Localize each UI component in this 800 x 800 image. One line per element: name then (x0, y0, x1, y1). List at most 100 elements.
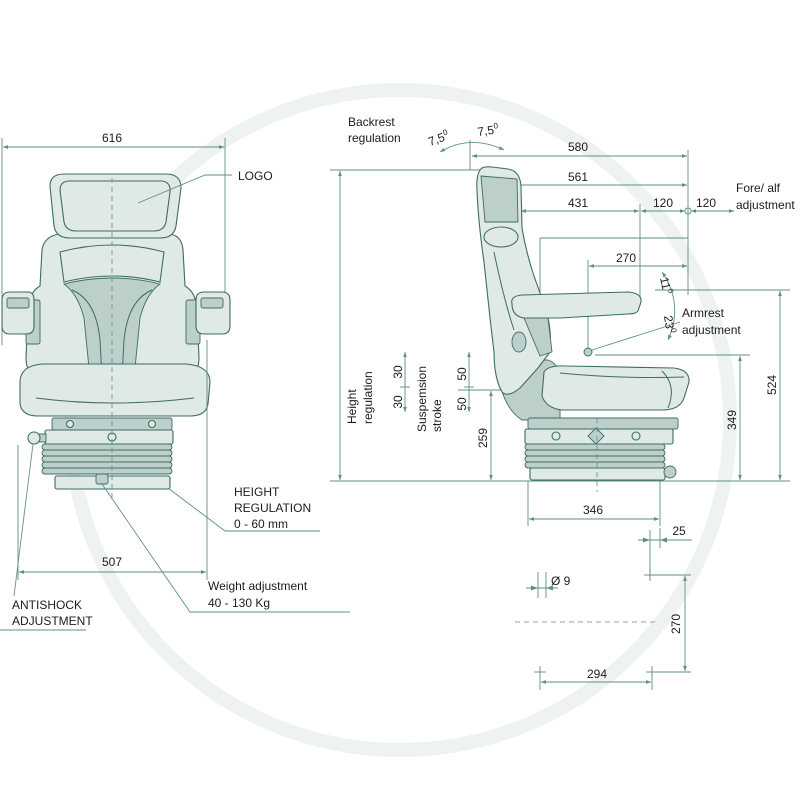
backrest-regulation-label-line2: regulation (348, 131, 401, 145)
bellows-fold (41, 461, 173, 469)
height-regulation-label-line1: Height (345, 389, 359, 424)
headrest-inner (59, 180, 171, 232)
armrest-angle-down-value: 23 (661, 314, 677, 329)
logo-leader-line (137, 174, 232, 204)
antishock-knob (27, 431, 41, 445)
fore-aft-front-value: 120 (696, 196, 716, 210)
height-regulation-label-line2: REGULATION (234, 501, 311, 515)
arrow (660, 537, 667, 543)
antishock-leader-line (13, 443, 34, 597)
armrest-angle-up: 110 (657, 276, 675, 296)
seat-side-drawing (476, 166, 690, 492)
suspension-bottom-plate (54, 475, 171, 490)
armrest-angle-down: 230 (661, 314, 678, 334)
backrest-angle-arc (439, 142, 505, 153)
base-width-value: 507 (102, 555, 122, 569)
fore-aft-label-line1: Fore/ alf (736, 181, 781, 195)
armrest-angle-up-value: 11 (657, 276, 673, 291)
suspension-knob (663, 465, 677, 479)
suspension-stroke-label-line2: stroke (430, 399, 444, 432)
weight-adjustment-label: Weight adjustment (208, 579, 308, 593)
arrow (643, 537, 650, 543)
suspension-stroke-down: 50 (455, 397, 469, 411)
weight-adjustment-leader-line (101, 483, 350, 613)
bolt (551, 431, 561, 441)
backrest-cushion-line (493, 251, 515, 331)
backrest-stitch-left (71, 289, 103, 379)
armrest-angle-arc (661, 271, 676, 341)
degree-sign: 0 (669, 328, 679, 334)
backrest-angle-front: 7,50 (476, 121, 500, 139)
armrest-offset-value: 270 (616, 251, 636, 265)
suspension-stroke-up: 50 (455, 367, 469, 381)
hole-diameter-value: Ø 9 (551, 574, 571, 588)
fore-aft-rear-value: 120 (653, 196, 673, 210)
front-view: 616 (0, 131, 350, 631)
backrest-angle-rear: 7,50 (426, 127, 452, 149)
overall-width-value: 616 (102, 131, 122, 145)
antishock-label-line2: ADJUSTMENT (12, 614, 93, 628)
crosshair-mark (534, 666, 546, 690)
base-bottom-plate (529, 467, 666, 481)
base-depth-value: 346 (583, 503, 603, 517)
seat-cushion-front-edge (661, 370, 672, 409)
height-regulation-range: 0 - 60 mm (234, 517, 288, 531)
armrest-adjust-lever (583, 347, 593, 357)
seat-cushion-front (19, 363, 211, 417)
bellows-fold (524, 455, 666, 463)
side-view: Backrest regulation 7,50 7,50 580 561 43… (330, 115, 795, 526)
offset-value: 25 (672, 524, 686, 538)
base-top-rail (527, 417, 679, 430)
crosshair-mark (646, 666, 658, 690)
height-regulation-label-line1: HEIGHT (234, 485, 280, 499)
bolt (631, 431, 641, 441)
seat-height-value: 349 (725, 410, 739, 430)
armrest-side (511, 291, 642, 319)
base-height-value: 259 (476, 428, 490, 448)
seat-cushion-seam (35, 397, 195, 404)
backrest-adjust-knob (511, 331, 527, 353)
seat-cushion-side (541, 365, 690, 411)
backrest-stitch-right (121, 289, 153, 379)
seat-cushion-top-line (559, 372, 685, 378)
bellows-fold (41, 467, 173, 475)
headrest-side (480, 175, 519, 223)
depth-561-value: 561 (568, 170, 588, 184)
bellows-fold (41, 455, 173, 463)
arrow (531, 585, 538, 591)
bellows-fold (41, 443, 173, 451)
mounting-pattern: 25 Ø 9 270 294 (515, 524, 692, 690)
backrest-regulation-label-line1: Backrest (348, 115, 395, 129)
backrest-angle-front-value: 7,5 (476, 123, 495, 139)
bellows-fold (524, 443, 666, 451)
height-regulation-leader-line (167, 487, 320, 532)
bolt (65, 419, 75, 429)
hole-spacing-width-value: 294 (587, 667, 607, 681)
weight-adjustment-range: 40 - 130 Kg (208, 596, 270, 610)
armrest-height-value: 524 (765, 375, 779, 395)
backrest-angle-rear-value: 7,5 (426, 130, 447, 149)
degree-sign: 0 (493, 121, 499, 131)
overall-depth-value: 580 (568, 140, 588, 154)
logo-label: LOGO (238, 169, 273, 183)
arrow (546, 585, 553, 591)
armrest-adjustment-leader-line (591, 321, 681, 351)
degree-sign: 0 (442, 127, 450, 137)
antishock-label-line1: ANTISHOCK (12, 598, 82, 612)
weight-adjustment-knob (95, 473, 109, 485)
height-regulation-label-line2: regulation (361, 371, 375, 424)
suspension-stroke-label-line1: Suspemsion (415, 366, 429, 432)
bellows-fold (524, 461, 666, 469)
fore-aft-label-line2: adjustment (736, 198, 795, 212)
hole-spacing-depth-value: 270 (669, 614, 683, 634)
height-regulation-down: 30 (391, 395, 405, 409)
seat-front-drawing (1, 173, 231, 500)
bellows-fold (41, 449, 173, 457)
armrest-left-pad (6, 297, 30, 309)
height-regulation-up: 30 (391, 365, 405, 379)
bellows-fold (524, 449, 666, 457)
armrest-adjustment-label-line2: adjustment (682, 323, 741, 337)
depth-431-value: 431 (568, 196, 588, 210)
bolt (147, 419, 157, 429)
